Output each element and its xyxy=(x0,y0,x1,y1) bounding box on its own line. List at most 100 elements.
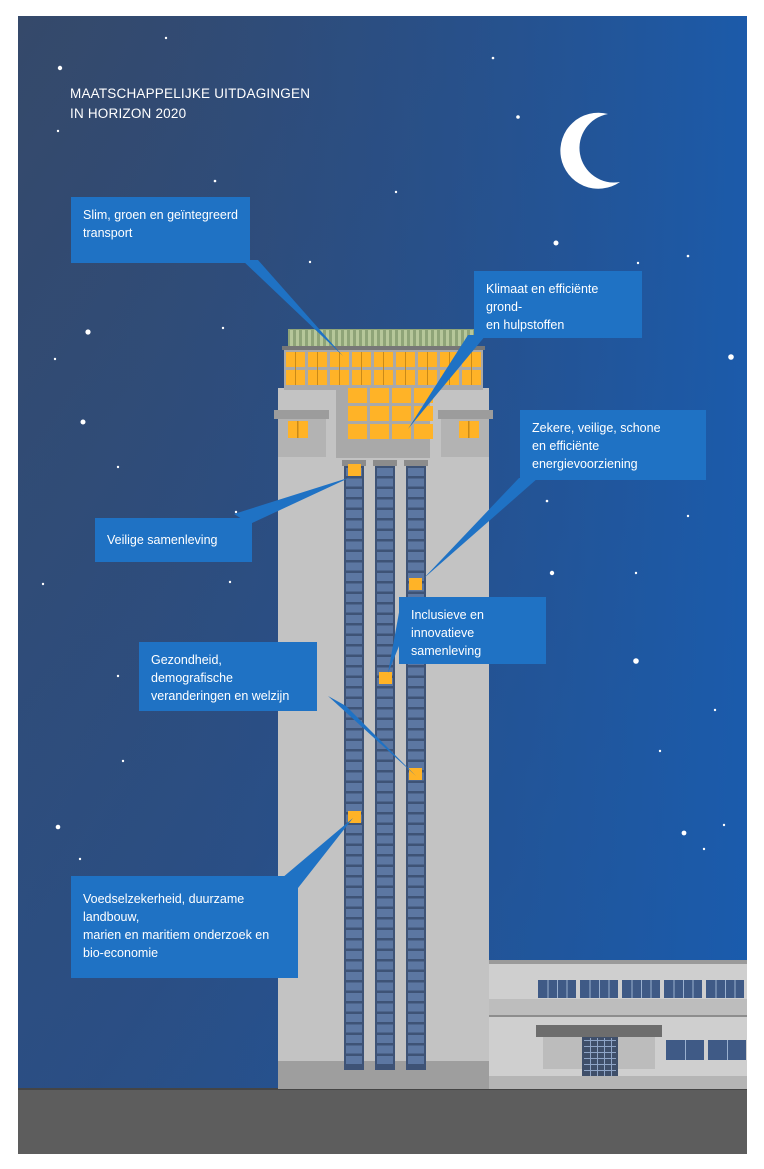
window-pane xyxy=(408,741,424,749)
roof-stripe xyxy=(434,330,437,347)
window-mullion xyxy=(715,980,717,998)
window-pane xyxy=(377,583,393,592)
window-pane xyxy=(377,804,393,812)
window-pane xyxy=(377,657,393,665)
window-mullion xyxy=(725,980,726,998)
roof-stripe xyxy=(392,330,395,347)
window-pane xyxy=(346,573,362,581)
window-pane xyxy=(408,919,424,928)
window-pane xyxy=(346,1035,362,1043)
window-pane xyxy=(377,867,393,875)
star-icon xyxy=(634,571,638,575)
lit-window xyxy=(409,768,422,780)
lit-window xyxy=(348,388,367,403)
window-pane xyxy=(377,783,393,791)
star-icon xyxy=(116,465,120,469)
star-icon xyxy=(681,830,687,836)
roof-stripe xyxy=(302,330,305,347)
roof-stripe xyxy=(350,330,353,347)
window-pane xyxy=(346,730,362,739)
window-pane xyxy=(346,982,362,991)
window-pane xyxy=(346,741,362,749)
roof-stripe xyxy=(446,330,449,347)
column-cap xyxy=(404,460,428,466)
door-grid xyxy=(597,1038,598,1080)
window-pane xyxy=(346,867,362,875)
star-icon xyxy=(686,514,690,518)
star-icon xyxy=(491,56,495,60)
window-pane xyxy=(408,541,424,550)
lit-window xyxy=(409,578,422,590)
window-pane xyxy=(377,709,393,718)
window-pane xyxy=(377,625,393,634)
window-pane xyxy=(346,1014,362,1022)
window-pane xyxy=(346,793,362,802)
window-mullion xyxy=(685,1040,686,1060)
window-pane xyxy=(346,951,362,959)
window-mullion xyxy=(589,980,591,998)
star-icon xyxy=(80,419,86,425)
star-icon xyxy=(78,857,82,861)
window-pane xyxy=(377,1024,393,1033)
star-icon xyxy=(722,823,726,827)
night-scene xyxy=(18,16,747,1154)
window-pane xyxy=(377,909,393,917)
roof-stripe xyxy=(356,330,359,347)
lit-window xyxy=(348,464,361,476)
window-pane xyxy=(408,520,424,529)
door-grid xyxy=(584,1064,616,1065)
lit-window xyxy=(414,406,433,421)
window-pane xyxy=(408,667,424,676)
window-pane xyxy=(408,793,424,802)
roof-stripe xyxy=(428,330,431,347)
lit-window xyxy=(370,388,389,403)
window-pane xyxy=(346,646,362,655)
window-pane xyxy=(377,961,393,970)
window-pane xyxy=(346,961,362,970)
window-pane xyxy=(408,1003,424,1012)
title-line-1: MAATSCHAPPELIJKE UITDAGINGEN xyxy=(70,86,311,101)
window-pane xyxy=(377,552,393,560)
window-pane xyxy=(377,856,393,865)
window-pane xyxy=(346,930,362,938)
window-pane xyxy=(408,972,424,980)
window-pane xyxy=(346,846,362,854)
window-pane xyxy=(346,489,362,497)
window-mullion xyxy=(727,1040,728,1060)
low-building xyxy=(488,960,747,1089)
window-pane xyxy=(408,1014,424,1022)
roof-stripe xyxy=(368,330,371,347)
star-icon xyxy=(55,824,61,830)
window-pane xyxy=(408,1024,424,1033)
star-icon xyxy=(116,674,120,678)
window-pane xyxy=(408,531,424,539)
window-mullion xyxy=(631,980,633,998)
window-pane xyxy=(408,867,424,875)
door-grid xyxy=(604,1038,605,1080)
window-pane xyxy=(377,510,393,518)
star-icon xyxy=(713,708,717,712)
window-pane xyxy=(346,552,362,560)
window-pane xyxy=(346,1056,362,1064)
window-pane xyxy=(408,751,424,760)
window-pane xyxy=(377,1045,393,1054)
window-pane xyxy=(408,961,424,970)
star-icon xyxy=(549,570,555,576)
window-pane xyxy=(346,1003,362,1012)
window-mullion xyxy=(383,352,384,385)
star-icon xyxy=(633,658,639,664)
window-pane xyxy=(377,520,393,529)
star-icon xyxy=(545,499,549,503)
window-pane xyxy=(408,468,424,476)
lit-window xyxy=(370,424,389,439)
window-pane xyxy=(377,688,393,697)
window-pane xyxy=(346,541,362,550)
window-pane xyxy=(408,678,424,686)
window-pane xyxy=(408,489,424,497)
roof-stripe xyxy=(458,330,461,347)
label-line: Zekere, veilige, schone xyxy=(532,421,661,435)
window-pane xyxy=(408,804,424,812)
label-line: transport xyxy=(83,226,133,240)
label-line: marien en maritiem onderzoek en xyxy=(83,928,270,942)
lit-window xyxy=(392,406,411,421)
